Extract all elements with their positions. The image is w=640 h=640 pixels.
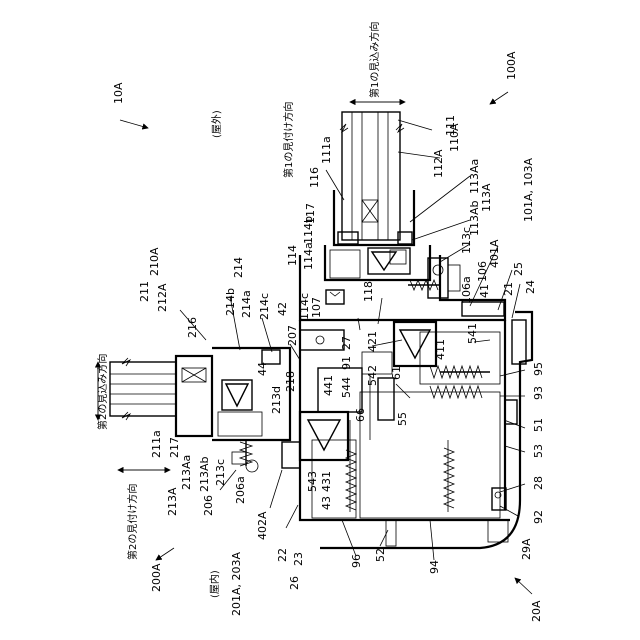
label-91: 91 (340, 356, 353, 370)
label-44: 44 (256, 362, 269, 376)
label-118: 118 (362, 281, 375, 302)
label-113A: 113A (480, 183, 493, 212)
label-112A: 112A (432, 149, 445, 178)
label-100A: 100A (505, 51, 518, 80)
label-210A: 210A (148, 247, 161, 276)
upper-frame-body (300, 255, 505, 320)
label-214c: 214c (258, 293, 271, 320)
label-indoor: (屋内) (208, 570, 221, 598)
label-61: 61 (390, 366, 403, 380)
spring-elements (346, 366, 490, 512)
label-107: 107 (310, 297, 323, 318)
left-glazing-panel (110, 356, 212, 436)
label-93: 93 (532, 386, 545, 400)
label-213c: 213c (214, 459, 227, 486)
label-214b: 214b (224, 288, 237, 316)
label-101A: 101A, 103A (522, 157, 535, 222)
center-joint (300, 322, 508, 546)
label-207: 207 (286, 325, 299, 346)
label-dir2-depth: 第2の見込み方向 (96, 354, 109, 430)
label-543: 543 (306, 471, 319, 492)
upper-sash-frame (325, 190, 430, 280)
label-dir1-depth: 第1の見込み方向 (368, 22, 381, 98)
label-401A: 401A (488, 239, 501, 268)
label-55: 55 (396, 412, 409, 426)
label-216: 216 (186, 317, 199, 338)
label-110A: 110A (448, 123, 461, 152)
label-218: 218 (284, 371, 297, 392)
label-22: 22 (276, 548, 289, 562)
label-111a: 111a (320, 136, 333, 164)
label-214: 214 (232, 257, 245, 278)
label-106a: 106a (460, 276, 473, 304)
reference-labels: 10A 100A 200A 20A (屋外) (屋内) 第1の見込み方向 第1の… (96, 22, 545, 622)
label-542: 542 (366, 365, 379, 386)
label-206a: 206a (234, 476, 247, 504)
label-43: 43 (320, 496, 333, 510)
label-41: 41 (478, 284, 491, 298)
label-28: 28 (532, 476, 545, 490)
label-29A: 29A (520, 538, 533, 560)
label-94: 94 (428, 560, 441, 574)
label-214a: 214a (240, 290, 253, 318)
label-dir2-front: 第2の見付け方向 (126, 484, 139, 560)
label-211a: 211a (150, 430, 163, 458)
label-114c: 114c (298, 293, 311, 320)
label-23: 23 (292, 552, 305, 566)
label-92: 92 (532, 510, 545, 524)
label-dir1-front: 第1の見付け方向 (282, 102, 295, 178)
label-113c: 113c (460, 227, 473, 254)
label-201A: 201A, 203A (230, 551, 243, 616)
label-114a: 114a (302, 242, 315, 270)
label-10A: 10A (112, 82, 125, 104)
label-24: 24 (524, 280, 537, 294)
label-441: 441 (322, 375, 335, 396)
label-53: 53 (532, 444, 545, 458)
label-52: 52 (374, 548, 387, 562)
label-25: 25 (512, 262, 525, 276)
label-114b: 114b (302, 216, 315, 244)
label-541: 541 (466, 323, 479, 344)
label-411: 411 (434, 339, 447, 360)
label-95: 95 (532, 362, 545, 376)
label-206: 206 (202, 495, 215, 516)
label-106: 106 (476, 261, 489, 282)
label-27: 27 (340, 336, 353, 350)
upper-glazing-panel (340, 112, 404, 240)
label-431: 431 (320, 471, 333, 492)
label-213Aa: 213Aa (180, 455, 193, 490)
label-20A: 20A (530, 600, 543, 622)
label-51: 51 (532, 418, 545, 432)
label-96: 96 (350, 554, 363, 568)
label-66: 66 (354, 408, 367, 422)
label-211: 211 (138, 281, 151, 302)
label-212A: 212A (156, 283, 169, 312)
label-42: 42 (276, 302, 289, 316)
label-114: 114 (286, 245, 299, 266)
label-116: 116 (308, 167, 321, 188)
label-200A: 200A (150, 563, 163, 592)
label-213d: 213d (270, 386, 283, 414)
label-21: 21 (502, 282, 515, 296)
label-402A: 402A (256, 511, 269, 540)
label-213A: 213A (166, 487, 179, 516)
label-213Ab: 213Ab (198, 456, 211, 492)
label-26: 26 (288, 576, 301, 590)
label-544: 544 (340, 377, 353, 398)
label-outdoor: (屋外) (211, 110, 223, 138)
label-421: 421 (366, 331, 379, 352)
